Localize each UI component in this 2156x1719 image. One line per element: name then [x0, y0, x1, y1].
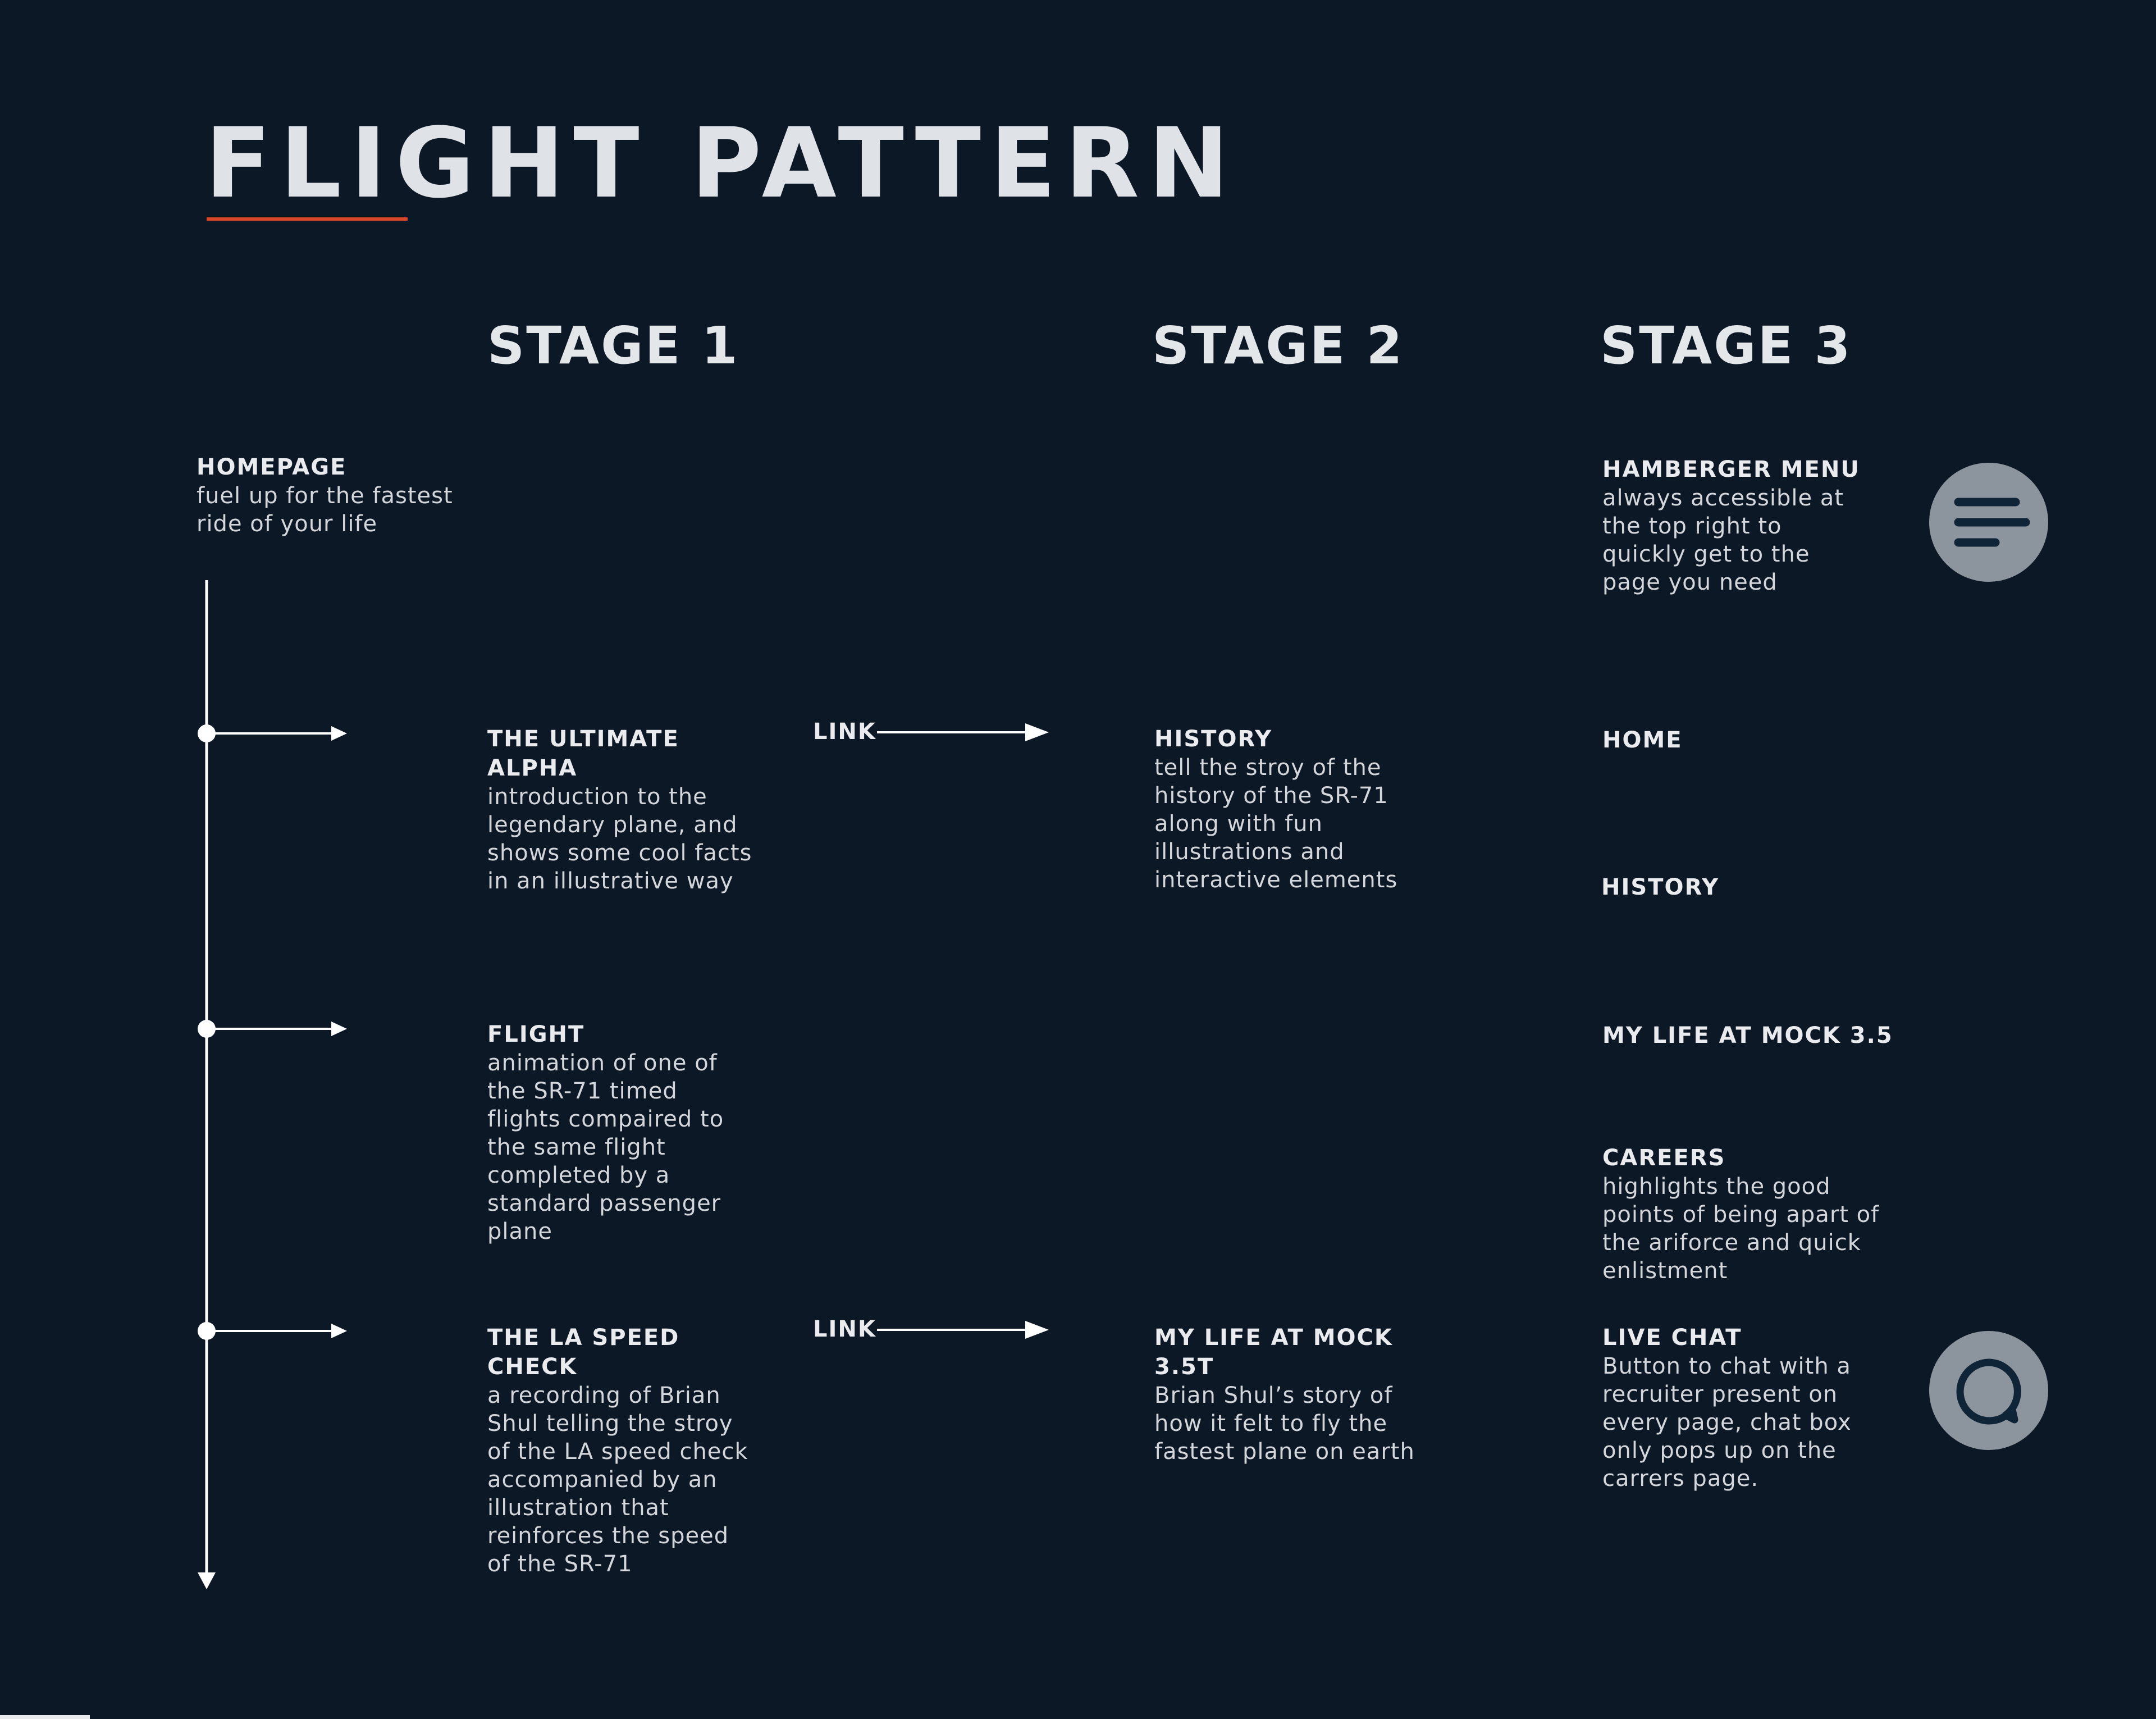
la-speed-check-title: THE LA SPEED CHECK: [487, 1325, 680, 1380]
menu-title: HAMBERGER MENU: [1602, 457, 1860, 482]
branch-arrowhead-1: [331, 726, 347, 741]
la-speed-check-desc: a recording of Brian Shul telling the st…: [487, 1383, 748, 1577]
branch-arrowhead-2: [331, 1022, 347, 1036]
history-title: HISTORY: [1154, 726, 1273, 752]
stage-1-heading: STAGE 1: [487, 316, 739, 376]
careers-title: CAREERS: [1602, 1145, 1726, 1171]
page-title: FLIGHT PATTERN: [205, 107, 1238, 220]
stage3-node-livechat: LIVE CHAT Button to chat with a recruite…: [1602, 1323, 1878, 1493]
stage2-node-history: HISTORY tell the stroy of the history of…: [1154, 724, 1418, 894]
homepage-desc: fuel up for the fastest ride of your lif…: [197, 483, 453, 537]
link-arrowhead-2: [1025, 1321, 1049, 1339]
timeline-arrowhead: [198, 1572, 216, 1589]
stage-3-heading: STAGE 3: [1600, 316, 1852, 376]
link-arrowhead-1: [1025, 723, 1049, 741]
stage3-node-history: HISTORY: [1601, 873, 1916, 902]
link-label-2: LINK: [813, 1316, 876, 1342]
history-desc: tell the stroy of the history of the SR-…: [1154, 755, 1398, 893]
stage3-mylife-title: MY LIFE AT MOCK 3.5: [1602, 1023, 1893, 1048]
my-life-desc: Brian Shul’s story of how it felt to fly…: [1154, 1383, 1415, 1465]
livechat-desc: Button to chat with a recruiter present …: [1602, 1353, 1852, 1492]
chat-bubble-icon[interactable]: [1929, 1331, 2048, 1450]
stage3-node-home: HOME: [1602, 726, 1917, 755]
stage3-node-careers: CAREERS highlights the good points of be…: [1602, 1143, 1906, 1285]
stage-2-heading: STAGE 2: [1152, 316, 1404, 376]
branch-arrowhead-3: [331, 1324, 347, 1338]
title-underline: [207, 217, 408, 221]
stage1-node-flight: FLIGHT animation of one of the SR-71 tim…: [487, 1020, 757, 1246]
flight-desc: animation of one of the SR-71 timed flig…: [487, 1050, 724, 1244]
homepage-node: HOMEPAGE fuel up for the fastest ride of…: [197, 453, 466, 538]
careers-desc: highlights the good points of being apar…: [1602, 1174, 1880, 1284]
stage3-node-menu: HAMBERGER MENU always accessible at the …: [1602, 455, 1872, 596]
stage2-node-my-life: MY LIFE AT MOCK 3.5T Brian Shul’s story …: [1154, 1323, 1446, 1466]
stage1-node-la-speed-check: THE LA SPEED CHECK a recording of Brian …: [487, 1323, 757, 1578]
my-life-title: MY LIFE AT MOCK 3.5T: [1154, 1325, 1393, 1380]
flight-title: FLIGHT: [487, 1022, 585, 1047]
bottom-edge-bar: [0, 1715, 90, 1719]
stage3-history-title: HISTORY: [1601, 874, 1720, 900]
ultimate-alpha-title: THE ULTIMATE ALPHA: [487, 726, 679, 781]
hamburger-menu-icon[interactable]: [1929, 463, 2048, 582]
home-title: HOME: [1602, 727, 1683, 753]
stage3-node-mylife: MY LIFE AT MOCK 3.5: [1602, 1021, 1917, 1050]
homepage-title: HOMEPAGE: [197, 454, 347, 480]
livechat-title: LIVE CHAT: [1602, 1325, 1742, 1351]
menu-desc: always accessible at the top right to qu…: [1602, 485, 1844, 595]
ultimate-alpha-desc: introduction to the legendary plane, and…: [487, 784, 752, 894]
stage1-node-ultimate-alpha: THE ULTIMATE ALPHA introduction to the l…: [487, 724, 757, 895]
link-label-1: LINK: [813, 719, 876, 745]
